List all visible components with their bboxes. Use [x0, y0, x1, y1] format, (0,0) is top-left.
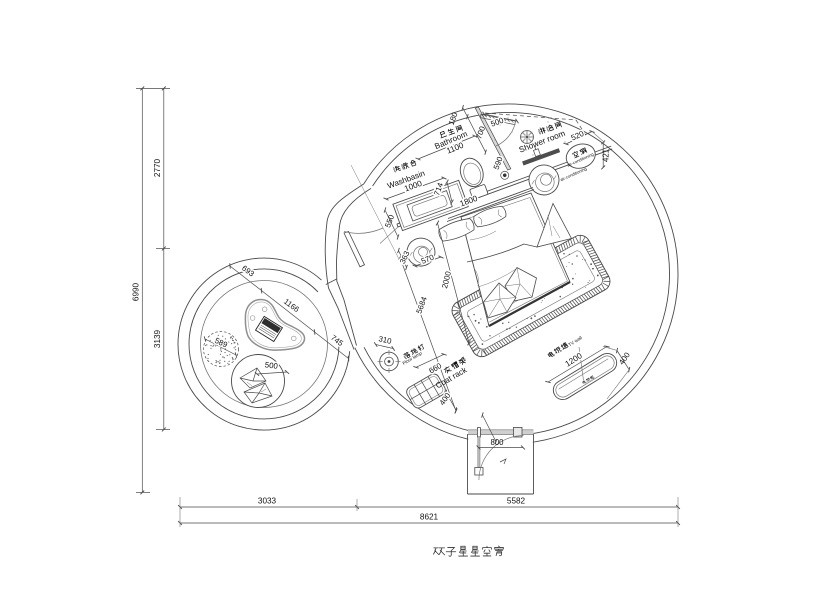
svg-text:590: 590	[492, 155, 505, 171]
svg-text:3033: 3033	[258, 497, 277, 506]
svg-text:714: 714	[432, 181, 445, 197]
svg-text:2770: 2770	[153, 158, 162, 177]
svg-text:6990: 6990	[132, 282, 141, 301]
svg-text:550: 550	[383, 213, 396, 229]
svg-text:8621: 8621	[420, 513, 439, 522]
svg-text:3139: 3139	[153, 329, 162, 348]
svg-text:310: 310	[378, 334, 393, 346]
svg-text:700: 700	[474, 124, 487, 140]
svg-text:180: 180	[447, 110, 460, 126]
svg-text:2000: 2000	[440, 270, 453, 290]
svg-text:500: 500	[264, 360, 279, 371]
svg-text:421: 421	[602, 149, 611, 162]
svg-text:500: 500	[264, 360, 279, 371]
svg-text:5582: 5582	[507, 497, 526, 506]
svg-text:800: 800	[490, 438, 504, 447]
svg-text:500: 500	[489, 115, 505, 128]
